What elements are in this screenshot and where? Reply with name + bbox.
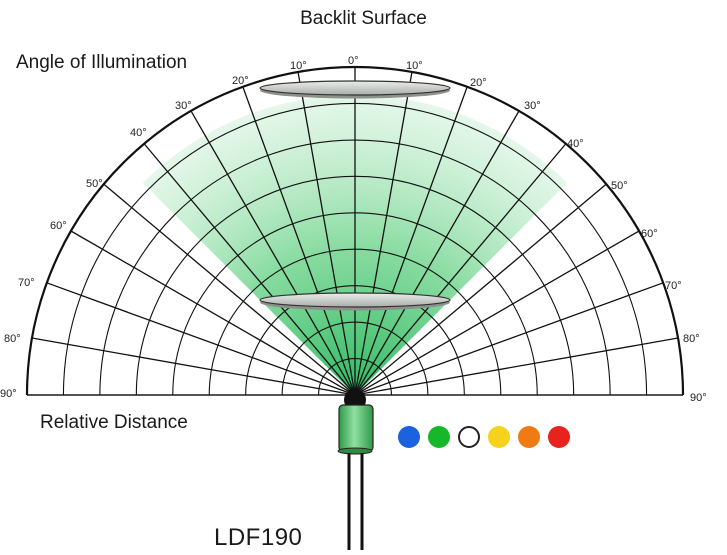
angle-line bbox=[354, 230, 640, 396]
angle-line bbox=[354, 183, 607, 396]
degree-label: 90° bbox=[690, 392, 707, 404]
angle-line bbox=[354, 143, 567, 396]
angle-line bbox=[103, 183, 356, 396]
degree-label: 30° bbox=[175, 100, 192, 112]
degree-label: 20° bbox=[232, 75, 249, 87]
angle-line bbox=[354, 86, 468, 396]
degree-label: 80° bbox=[4, 333, 21, 345]
color-options bbox=[398, 426, 570, 448]
relative-distance-title: Relative Distance bbox=[40, 412, 188, 433]
degree-label: 0° bbox=[348, 55, 359, 67]
color-option-green bbox=[428, 426, 450, 448]
angle-of-illumination-title: Angle of Illumination bbox=[16, 52, 188, 73]
color-option-red bbox=[548, 426, 570, 448]
degree-label: 70° bbox=[18, 277, 35, 289]
degree-label: 10° bbox=[406, 60, 423, 72]
degree-label: 50° bbox=[86, 178, 103, 190]
angle-line bbox=[46, 282, 356, 396]
backlit-surface-disc bbox=[259, 292, 451, 308]
degree-label: 50° bbox=[611, 180, 628, 192]
led-component bbox=[337, 389, 374, 550]
angle-line bbox=[242, 86, 356, 396]
backlit-surface-disc bbox=[259, 80, 451, 96]
degree-label: 60° bbox=[50, 220, 67, 232]
angle-line bbox=[31, 337, 356, 396]
angle-line bbox=[190, 110, 356, 396]
degree-label: 80° bbox=[683, 333, 700, 345]
color-option-orange bbox=[518, 426, 540, 448]
degree-label: 20° bbox=[470, 77, 487, 89]
degree-label: 90° bbox=[0, 388, 17, 400]
degree-label: 40° bbox=[130, 127, 147, 139]
led-body bbox=[338, 404, 374, 452]
degree-label: 60° bbox=[641, 228, 658, 240]
model-label: LDF190 bbox=[214, 524, 303, 551]
angle-line bbox=[70, 230, 356, 396]
angle-line bbox=[143, 143, 356, 396]
degree-label: 40° bbox=[567, 138, 584, 150]
polar-grid bbox=[25, 65, 685, 396]
backlit-surfaces bbox=[259, 80, 451, 311]
angle-line bbox=[354, 337, 679, 396]
degree-label: 10° bbox=[290, 60, 307, 72]
angle-line bbox=[354, 110, 520, 396]
degree-label: 30° bbox=[524, 100, 541, 112]
color-option-yellow bbox=[488, 426, 510, 448]
led-base bbox=[337, 447, 373, 455]
color-option-white bbox=[458, 426, 480, 448]
backlit-surface-title: Backlit Surface bbox=[300, 8, 427, 29]
color-option-blue bbox=[398, 426, 420, 448]
degree-label: 70° bbox=[665, 280, 682, 292]
angle-line bbox=[297, 71, 356, 396]
angle-line bbox=[354, 282, 664, 396]
angle-line bbox=[354, 71, 413, 396]
